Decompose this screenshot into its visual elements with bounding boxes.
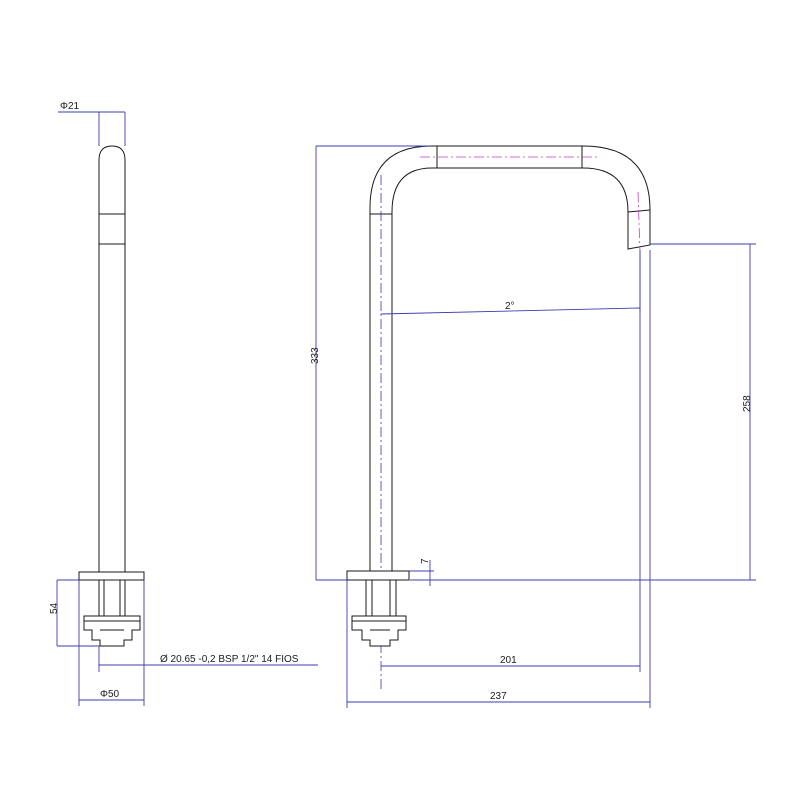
front-base-flange bbox=[346, 570, 410, 581]
dim-thread: Ø 20.65 -0,2 BSP 1/2" 14 FIOS bbox=[160, 654, 299, 665]
front-fixing-nut bbox=[351, 620, 407, 647]
side-base-flange bbox=[78, 571, 145, 581]
dim-dia-top: Φ21 bbox=[60, 101, 80, 112]
front-view: 333 2° 258 7 201 237 bbox=[310, 145, 756, 708]
front-spout-outer bbox=[369, 145, 651, 572]
side-fixing-nut bbox=[83, 619, 141, 647]
dim-base-gap: 7 bbox=[420, 558, 431, 564]
dim-reach: 201 bbox=[500, 655, 517, 666]
side-thread-body bbox=[98, 579, 126, 617]
dim-dia-base: Φ50 bbox=[100, 689, 120, 700]
dim-spout-height: 258 bbox=[742, 395, 753, 412]
dim-height-total: 333 bbox=[310, 347, 321, 364]
side-view: Φ21 54 Ø 20.65 -0,2 BSP 1/2" 14 FIOS Φ50 bbox=[49, 101, 318, 706]
side-tube bbox=[98, 145, 126, 572]
dim-line-angle bbox=[380, 307, 641, 315]
dim-width-total: 237 bbox=[490, 691, 507, 702]
centerline-outlet bbox=[637, 191, 641, 253]
front-thread-body bbox=[365, 579, 397, 617]
dim-height: 54 bbox=[49, 602, 60, 614]
dim-angle: 2° bbox=[505, 301, 515, 312]
